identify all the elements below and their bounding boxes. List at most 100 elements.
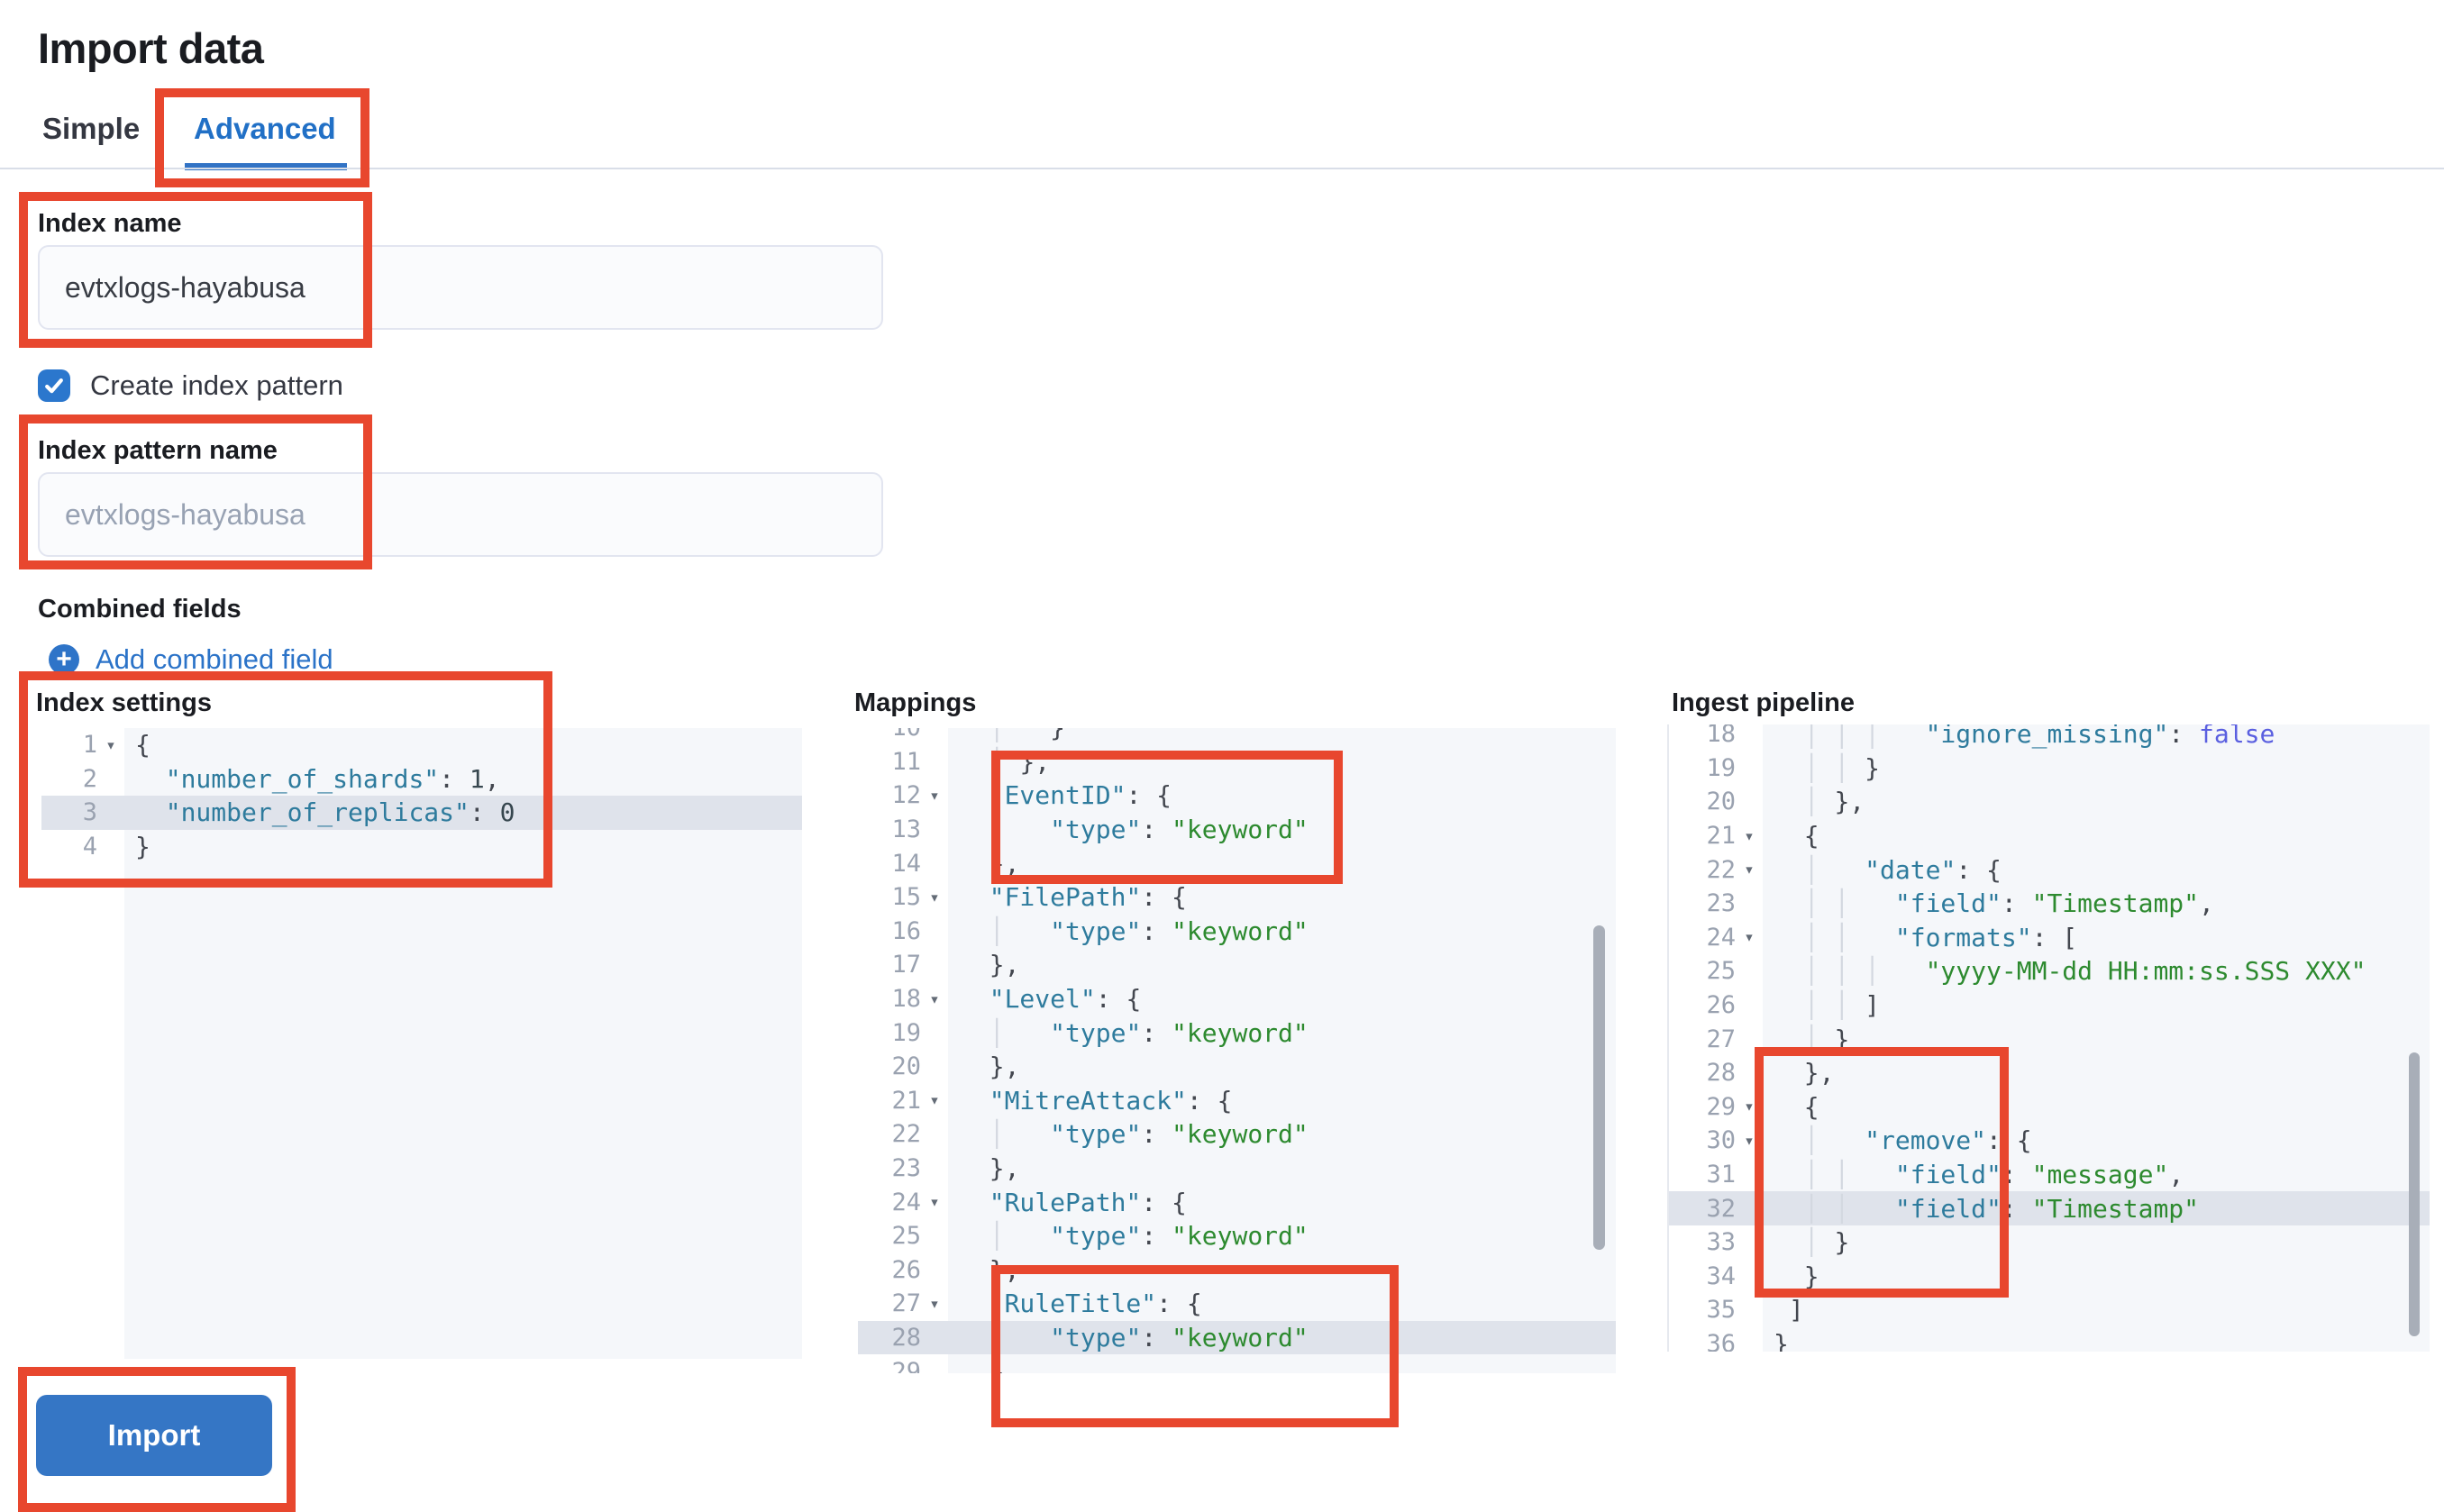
- token-p: },: [1019, 746, 1051, 777]
- code-line-24[interactable]: 24▾ "RulePath": {: [858, 1185, 1616, 1219]
- code-line-25[interactable]: 25 │ │ │ "yyyy-MM-dd HH:mm:ss.SSS XXX": [1669, 954, 2430, 988]
- code-text: │ │ │ "yyyy-MM-dd HH:mm:ss.SSS XXX": [1763, 954, 2430, 988]
- gutter: 31: [1669, 1157, 1763, 1192]
- code-line-26[interactable]: 26 },: [858, 1252, 1616, 1288]
- fold-arrow-icon[interactable]: ▾: [929, 1090, 940, 1111]
- code-line-22[interactable]: 22 │ "type": "keyword": [858, 1117, 1616, 1152]
- token-p: {: [1803, 1091, 1819, 1122]
- code-line-19[interactable]: 19 │ "type": "keyword": [858, 1016, 1616, 1050]
- code-line-18[interactable]: 18 │ │ │ "ignore_missing": false: [1669, 724, 2430, 751]
- code-line-23[interactable]: 23 },: [858, 1151, 1616, 1186]
- token-p: {: [135, 730, 150, 761]
- index-pattern-name-input[interactable]: [38, 472, 883, 557]
- code-line-19[interactable]: 19 │ │ }: [1669, 751, 2430, 786]
- code-line-28[interactable]: 28 │ "type": "keyword": [858, 1320, 1616, 1355]
- code-line-17[interactable]: 17 },: [858, 948, 1616, 982]
- code-line-27[interactable]: 27 │ }: [1669, 1022, 2430, 1056]
- token-p: : {: [1141, 1187, 1187, 1217]
- code-line-13[interactable]: 13 │ "type": "keyword": [858, 812, 1616, 847]
- code-line-24[interactable]: 24▾ │ │ "formats": [: [1669, 920, 2430, 955]
- fold-arrow-icon[interactable]: ▾: [929, 785, 940, 806]
- token-p: ,: [484, 763, 500, 794]
- fold-arrow-icon[interactable]: ▾: [1744, 927, 1755, 948]
- code-text: },: [948, 1354, 1616, 1373]
- code-line-28[interactable]: 28 },: [1669, 1055, 2430, 1090]
- fold-arrow-icon[interactable]: ▾: [929, 1192, 940, 1213]
- token-p: },: [989, 950, 1020, 980]
- token-g: [1774, 821, 1804, 851]
- code-line-15[interactable]: 15▾ "FilePath": {: [858, 879, 1616, 915]
- code-line-30[interactable]: 30▾ │ "remove": {: [1669, 1124, 2430, 1158]
- gutter: 24 ▾: [858, 1185, 948, 1219]
- import-button[interactable]: Import: [36, 1395, 272, 1476]
- code-line-29[interactable]: 29 },: [858, 1354, 1616, 1373]
- code-line-21[interactable]: 21▾ {: [1669, 818, 2430, 853]
- add-combined-field-button[interactable]: + Add combined field: [49, 643, 333, 676]
- token-k: "field": [1894, 1193, 2002, 1224]
- token-p: : {: [1126, 780, 1172, 811]
- code-line-10[interactable]: 10 │ }: [858, 728, 1616, 745]
- mappings-editor[interactable]: 10 │ }11 │ },12▾ "EventID": {13 │ "type"…: [858, 728, 1616, 1373]
- code-line-21[interactable]: 21▾ "MitreAttack": {: [858, 1083, 1616, 1118]
- editor-empty-area: [41, 863, 802, 1359]
- create-index-pattern-label[interactable]: Create index pattern: [90, 369, 343, 401]
- code-line-18[interactable]: 18▾ "Level": {: [858, 981, 1616, 1016]
- code-line-4[interactable]: 4}: [41, 829, 802, 864]
- code-line-22[interactable]: 22▾ │ "date": {: [1669, 852, 2430, 887]
- fold-arrow-icon[interactable]: ▾: [929, 1293, 940, 1314]
- code-text: │ "remove": {: [1763, 1124, 2430, 1158]
- code-line-20[interactable]: 20 },: [858, 1049, 1616, 1084]
- fold-arrow-icon[interactable]: ▾: [929, 887, 940, 907]
- code-line-23[interactable]: 23 │ │ "field": "Timestamp",: [1669, 886, 2430, 921]
- code-text: "number_of_replicas": 0: [124, 796, 802, 830]
- fold-arrow-icon[interactable]: ▾: [1744, 1130, 1755, 1151]
- token-p: :: [2001, 1193, 2032, 1224]
- tab-advanced[interactable]: Advanced: [194, 112, 336, 145]
- code-line-27[interactable]: 27▾ "RuleTitle": {: [858, 1287, 1616, 1321]
- code-line-35[interactable]: 35 ]: [1669, 1293, 2430, 1327]
- token-g: [959, 1188, 989, 1217]
- gutter: 21▾: [1669, 818, 1763, 853]
- code-line-12[interactable]: 12▾ "EventID": {: [858, 779, 1616, 813]
- code-text: },: [948, 846, 1616, 880]
- code-line-36[interactable]: 36}: [1669, 1326, 2430, 1352]
- fold-arrow-icon[interactable]: ▾: [105, 734, 116, 755]
- code-line-32[interactable]: 32 │ │ "field": "Timestamp": [1669, 1191, 2430, 1225]
- token-p: :: [1141, 1322, 1172, 1353]
- line-number: 21: [891, 1086, 921, 1115]
- fold-arrow-icon[interactable]: ▾: [1744, 825, 1755, 846]
- ingest-pipeline-scrollbar[interactable]: [2409, 1052, 2420, 1336]
- tab-simple[interactable]: Simple: [42, 112, 141, 145]
- code-line-3[interactable]: 3 "number_of_replicas": 0: [41, 796, 802, 830]
- line-number: 19: [891, 1018, 921, 1047]
- code-line-16[interactable]: 16 │ "type": "keyword": [858, 914, 1616, 949]
- gutter: 25: [1669, 954, 1763, 988]
- code-line-25[interactable]: 25 │ "type": "keyword": [858, 1218, 1616, 1253]
- line-number: 14: [891, 849, 921, 878]
- code-line-1[interactable]: 1▾{: [41, 728, 802, 762]
- code-line-14[interactable]: 14 },: [858, 846, 1616, 880]
- index-name-input[interactable]: [38, 245, 883, 330]
- code-line-20[interactable]: 20 │ },: [1669, 785, 2430, 819]
- code-line-26[interactable]: 26 │ │ ]: [1669, 988, 2430, 1023]
- token-s: "keyword": [1172, 815, 1309, 845]
- code-line-33[interactable]: 33 │ }: [1669, 1225, 2430, 1260]
- index-settings-editor[interactable]: 1▾{2 "number_of_shards": 1,3 "number_of_…: [41, 728, 802, 1359]
- line-number: 31: [1706, 1161, 1736, 1189]
- fold-arrow-icon[interactable]: ▾: [1744, 860, 1755, 880]
- line-number: 24: [891, 1188, 921, 1216]
- gutter: 21 ▾: [858, 1083, 948, 1118]
- fold-arrow-icon[interactable]: ▾: [1744, 1097, 1755, 1117]
- code-line-34[interactable]: 34 }: [1669, 1259, 2430, 1294]
- code-text: {: [1763, 1089, 2430, 1125]
- code-line-31[interactable]: 31 │ │ "field": "message",: [1669, 1157, 2430, 1192]
- fold-arrow-icon[interactable]: ▾: [929, 988, 940, 1009]
- code-line-29[interactable]: 29▾ {: [1669, 1089, 2430, 1125]
- code-line-2[interactable]: 2 "number_of_shards": 1,: [41, 761, 802, 797]
- token-k: "Level": [989, 984, 1096, 1015]
- create-index-pattern-checkbox[interactable]: [38, 369, 70, 402]
- mappings-scrollbar[interactable]: [1593, 925, 1605, 1250]
- code-line-11[interactable]: 11 │ },: [858, 744, 1616, 779]
- code-text: │ "date": {: [1763, 852, 2430, 887]
